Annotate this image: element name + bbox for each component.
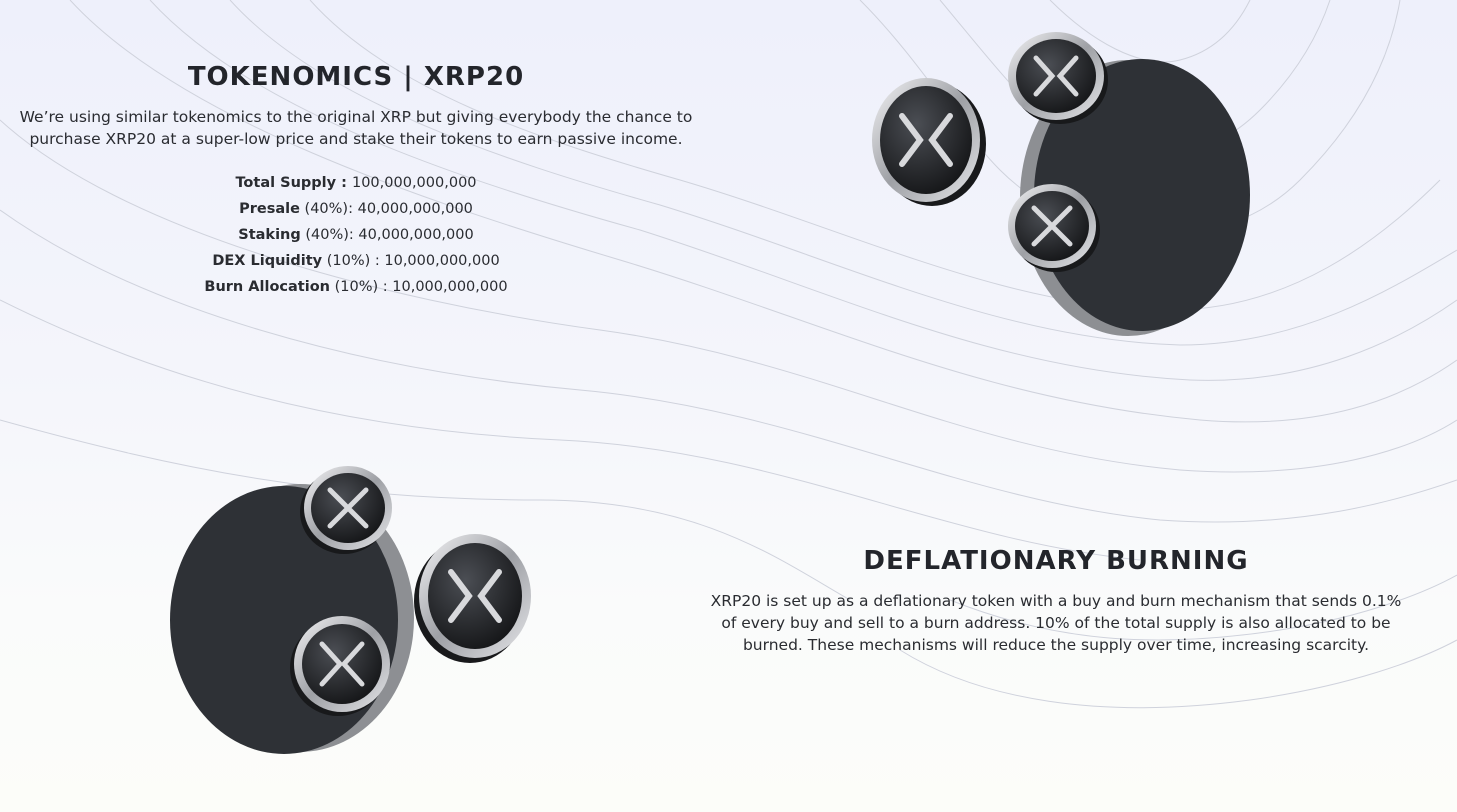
x-coin-icon xyxy=(414,534,531,663)
x-coin-icon xyxy=(1008,184,1100,272)
supply-breakdown: Total Supply : 100,000,000,000 Presale (… xyxy=(18,170,694,300)
x-coin-icon xyxy=(300,466,392,554)
x-coin-icon xyxy=(872,78,986,206)
supply-row-total: Total Supply : 100,000,000,000 xyxy=(235,175,477,191)
supply-row-dex-liquidity: DEX Liquidity (10%) : 10,000,000,000 xyxy=(212,253,500,269)
x-coin-icon xyxy=(290,616,390,716)
burning-section: DEFLATIONARY BURNING XRP20 is set up as … xyxy=(706,546,1406,656)
supply-row-staking: Staking (40%): 40,000,000,000 xyxy=(238,227,474,243)
supply-row-presale: Presale (40%): 40,000,000,000 xyxy=(239,201,473,217)
tokenomics-title: TOKENOMICS | XRP20 xyxy=(187,62,525,92)
large-disc xyxy=(1020,59,1250,336)
coin-cluster-illustration-top xyxy=(872,32,1250,336)
tokenomics-section: TOKENOMICS | XRP20 We’re using similar t… xyxy=(18,62,694,300)
tokenomics-description: We’re using similar tokenomics to the or… xyxy=(19,108,693,148)
coin-cluster-illustration-bottom xyxy=(170,466,531,754)
burning-title: DEFLATIONARY BURNING xyxy=(863,546,1249,576)
x-coin-icon xyxy=(1008,32,1108,124)
burning-description: XRP20 is set up as a deflationary token … xyxy=(710,592,1402,654)
supply-row-burn-allocation: Burn Allocation (10%) : 10,000,000,000 xyxy=(204,279,508,295)
